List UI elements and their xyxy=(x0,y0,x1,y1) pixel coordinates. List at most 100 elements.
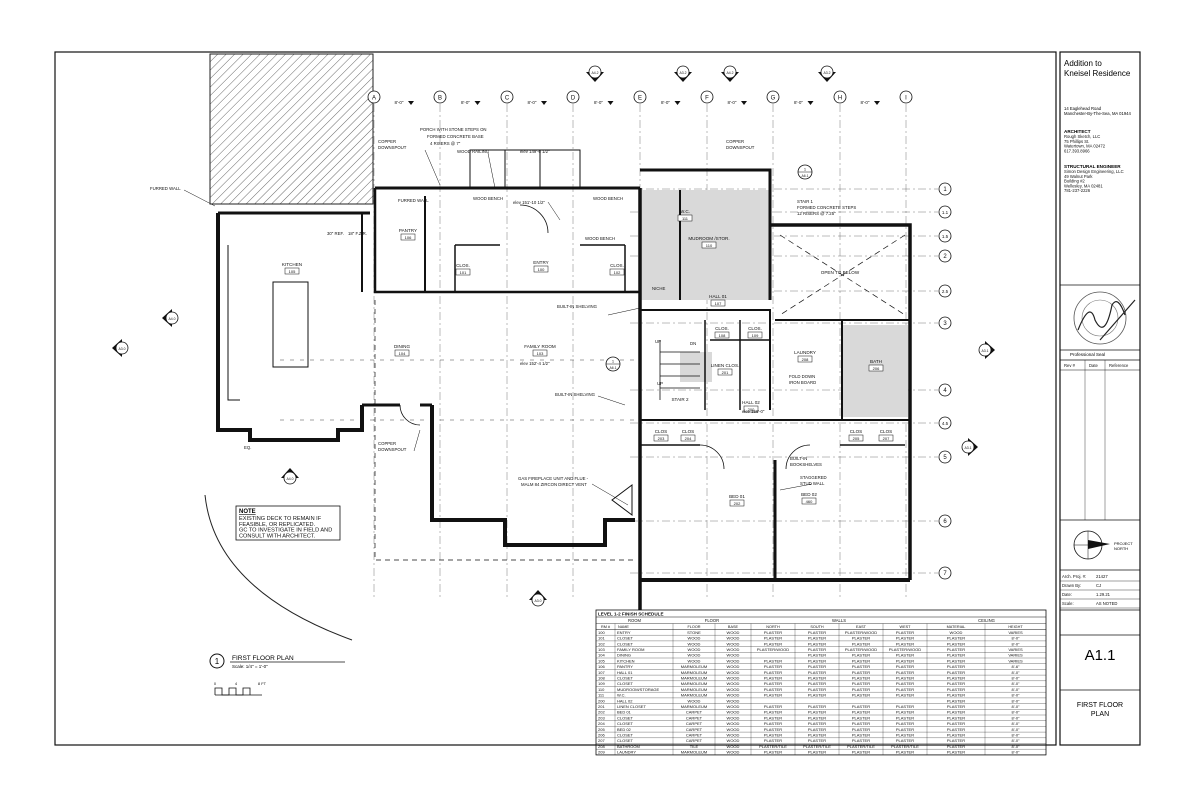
schedule-cell: PLASTER xyxy=(808,676,826,681)
sheet-info-label: Scale: xyxy=(1062,601,1074,606)
sheet-info-value: CJ xyxy=(1096,583,1101,588)
schedule-cell: PLASTER xyxy=(764,738,782,743)
room-name: STAIR 2 xyxy=(671,397,688,402)
schedule-cell: PLASTER xyxy=(764,676,782,681)
schedule-cell: PLASTER xyxy=(808,710,826,715)
schedule-cell: 8'-6" xyxy=(1012,664,1021,669)
schedule-cell: WOOD xyxy=(727,658,740,663)
schedule-cell: WOOD xyxy=(727,676,740,681)
schedule-cell: 8'-0" xyxy=(1012,636,1021,641)
grid-column-label: A xyxy=(372,96,376,102)
room-number: 460 xyxy=(806,499,813,504)
room-number: 110 xyxy=(706,243,713,248)
grid-row-label: 2 xyxy=(943,254,947,260)
schedule-cell: VARIES xyxy=(1008,630,1023,635)
grid-bubble xyxy=(938,316,952,330)
plan-number: 1 xyxy=(215,657,220,666)
plan-title-block: 1 FIRST FLOOR PLAN Scale: 1/4" = 1'-0" 0… xyxy=(209,653,345,696)
room-name: CLOS xyxy=(655,429,668,434)
grid-bubble xyxy=(938,514,952,528)
section-marker: A3.2 xyxy=(674,65,692,82)
plan-annotation: elev 156'-0" xyxy=(742,409,765,414)
schedule-cell: MARMOLEUM xyxy=(681,750,707,755)
schedule-cell: WOOD xyxy=(727,704,740,709)
schedule-cell: WOOD xyxy=(727,687,740,692)
room-number-tag xyxy=(394,349,410,357)
plan-annotation: FORMED CONCRETE STEPS xyxy=(797,205,856,210)
schedule-cell: HALL 02 xyxy=(617,698,633,703)
schedule-cell: 110 xyxy=(598,687,605,692)
sheet-title-line2: PLAN xyxy=(1091,711,1109,718)
schedule-header: MATERIAL xyxy=(947,625,966,629)
room-name: BED 01 xyxy=(729,494,745,499)
room-number-tag xyxy=(714,331,730,339)
schedule-cell: PLASTER/TILE xyxy=(847,744,875,749)
grid-dimension: 8'-0" xyxy=(861,100,870,105)
schedule-cell: 8'-0" xyxy=(1012,670,1021,675)
room-name: BED 02 xyxy=(801,492,817,497)
schedule-cell: PLASTER xyxy=(852,750,870,755)
schedule-cell: PLASTER xyxy=(808,641,826,646)
room-number: 207 xyxy=(883,436,890,441)
schedule-cell: WOOD xyxy=(727,750,740,755)
room-number: 201 xyxy=(722,370,729,375)
schedule-cell: PLASTER xyxy=(947,744,965,749)
engineer-line: 781-237-2226 xyxy=(1064,188,1091,193)
plan-annotation: FURRED WALL xyxy=(398,198,429,203)
schedule-cell: PLASTER xyxy=(764,750,782,755)
plan-annotation: STAGGERED xyxy=(800,475,827,480)
schedule-cell: PLASTER xyxy=(947,647,965,652)
room-name: CLOS. xyxy=(610,263,624,268)
sheet-info-value: 1.29.21 xyxy=(1096,592,1111,597)
schedule-cell: PLASTER xyxy=(764,658,782,663)
room-name: MUDROOM /STOR. xyxy=(688,236,729,241)
section-sheet-ref: A4.2 xyxy=(592,71,599,75)
grid-dimension: 8'-0" xyxy=(395,100,404,105)
grid-row-label: 4.5 xyxy=(942,421,949,426)
schedule-cell: PLASTER xyxy=(896,670,914,675)
schedule-cell: 107 xyxy=(598,670,605,675)
room-name: LAUNDRY xyxy=(794,350,816,355)
schedule-cell: PLASTER xyxy=(764,715,782,720)
plan-annotation: STAIR 1 xyxy=(797,199,814,204)
grid-column-label: B xyxy=(438,96,442,102)
schedule-cell: PLASTER xyxy=(947,733,965,738)
room-number: 205 xyxy=(853,436,860,441)
grid-bubble xyxy=(766,90,780,104)
schedule-cell: 8'-0" xyxy=(1012,681,1021,686)
schedule-cell: 8'-0" xyxy=(1012,693,1021,698)
plan-annotation: 12 RISERS @ 7.25" xyxy=(797,211,836,216)
note-heading: NOTE xyxy=(239,509,256,515)
note-box: NOTE EXISTING DECK TO REMAIN IFFEASIBLE,… xyxy=(235,505,341,541)
room-number-tag xyxy=(609,268,625,276)
plan-annotation: elev 152'-4 1/2" xyxy=(520,361,550,366)
room-number-tag xyxy=(801,497,817,505)
schedule-cell: PLASTER xyxy=(947,636,965,641)
section-marker: A3.1 xyxy=(978,341,995,359)
room-number: 203 xyxy=(658,436,665,441)
room-number-tag xyxy=(701,241,717,249)
room-number-tag xyxy=(400,233,416,241)
schedule-cell: PLASTER xyxy=(896,681,914,686)
note-line: GC TO INVESTIGATE IN FIELD AND xyxy=(239,528,332,534)
project-title-line1: Addition to xyxy=(1064,59,1102,68)
room-number: 101 xyxy=(460,270,467,275)
sheet-info-label: Date: xyxy=(1062,592,1072,597)
schedule-cell: PLASTER xyxy=(947,687,965,692)
schedule-cell: WOOD xyxy=(688,641,701,646)
room-number: 200 xyxy=(748,407,755,412)
schedule-cell: PLASTER xyxy=(808,738,826,743)
grid-dimension: 8'-0" xyxy=(594,100,603,105)
note-line: CONSULT WITH ARCHITECT. xyxy=(239,533,316,539)
schedule-cell: PLASTER/WOOD xyxy=(889,647,921,652)
schedule-cell: CLOSET xyxy=(617,733,634,738)
schedule-cell: PLASTER xyxy=(808,681,826,686)
room-number-tag xyxy=(680,434,696,442)
schedule-cell: 200 xyxy=(598,698,605,703)
schedule-cell: PLASTER xyxy=(808,733,826,738)
schedule-cell: 8'-0" xyxy=(1012,698,1021,703)
